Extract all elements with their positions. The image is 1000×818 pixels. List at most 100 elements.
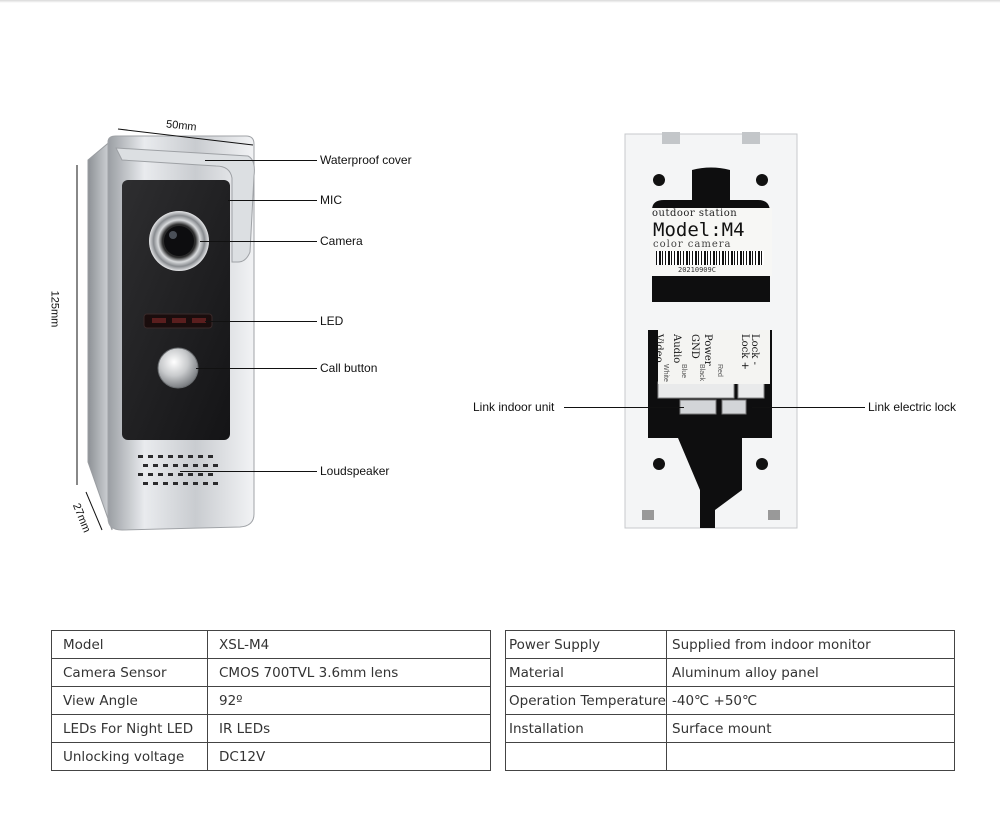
speaker-hole xyxy=(198,455,203,458)
speaker-hole xyxy=(208,473,213,476)
speaker-hole xyxy=(183,482,188,485)
label-camera: Camera xyxy=(320,234,363,248)
speaker-hole xyxy=(148,473,153,476)
wire-color-label: Red xyxy=(716,364,723,377)
speaker-hole xyxy=(203,482,208,485)
terminal-sticker xyxy=(658,330,770,384)
sticker-header: outdoor station xyxy=(652,208,738,219)
housing-side xyxy=(87,138,113,531)
speaker-hole xyxy=(198,473,203,476)
speaker-grille xyxy=(138,455,218,485)
speaker-hole xyxy=(163,464,168,467)
spec-value: Surface mount xyxy=(666,714,955,743)
leader-link-indoor-unit xyxy=(564,407,684,408)
spec-key: LEDs For Night LED xyxy=(51,714,208,743)
spec-value: CMOS 700TVL 3.6mm lens xyxy=(207,658,491,687)
barcode xyxy=(656,251,764,265)
label-link-indoor-unit: Link indoor unit xyxy=(473,400,555,414)
spec-key xyxy=(505,742,667,771)
dimension-lines xyxy=(76,128,254,531)
speaker-hole xyxy=(193,464,198,467)
label-link-electric-lock: Link electric lock xyxy=(868,400,957,414)
spec-key: Material xyxy=(505,658,667,687)
sticker-model: Model:M4 xyxy=(653,219,745,241)
leader-call-button xyxy=(196,368,317,369)
speaker-hole xyxy=(168,455,173,458)
spec-row: Operation Temperature-40℃ +50℃ xyxy=(505,686,955,715)
hood xyxy=(115,147,255,263)
spec-value: Aluminum alloy panel xyxy=(666,658,955,687)
wire-color-label: Blue xyxy=(680,364,687,379)
spec-row xyxy=(505,742,955,771)
speaker-hole xyxy=(163,482,168,485)
leader-link-electric-lock xyxy=(752,407,865,408)
speaker-hole xyxy=(158,473,163,476)
top-divider xyxy=(0,0,1000,3)
leader-loudspeaker xyxy=(180,471,317,472)
speaker-hole xyxy=(203,464,208,467)
speaker-hole xyxy=(193,482,198,485)
terminal-label: Power xyxy=(702,334,713,366)
speaker-hole xyxy=(188,455,193,458)
leader-waterproof xyxy=(205,160,317,161)
label-mic: MIC xyxy=(320,193,342,207)
spec-value: 92º xyxy=(207,686,491,715)
leader-led xyxy=(205,321,317,322)
doorbell-front-illustration xyxy=(87,135,255,531)
terminal-label: Lock + xyxy=(739,334,750,370)
spec-key: View Angle xyxy=(51,686,208,715)
speaker-hole xyxy=(168,473,173,476)
speaker-hole xyxy=(213,464,218,467)
speaker-hole xyxy=(153,482,158,485)
wire-color-label: White xyxy=(662,364,669,382)
terminal-label: Lock - xyxy=(749,334,760,365)
spec-key: Power Supply xyxy=(505,630,667,659)
leader-camera xyxy=(200,241,317,242)
spec-key: Unlocking voltage xyxy=(51,742,208,771)
speaker-hole xyxy=(138,455,143,458)
terminal-label: GND xyxy=(689,334,700,359)
terminal-label: Video xyxy=(653,334,664,363)
spec-key: Operation Temperature xyxy=(505,686,667,715)
spec-value xyxy=(666,742,955,771)
label-loudspeaker: Loudspeaker xyxy=(320,464,390,478)
speaker-hole xyxy=(158,455,163,458)
spec-value: Supplied from indoor monitor xyxy=(666,630,955,659)
speaker-hole xyxy=(143,464,148,467)
speaker-hole xyxy=(183,464,188,467)
spec-key: Model xyxy=(51,630,208,659)
spec-value: DC12V xyxy=(207,742,491,771)
sticker-subtitle: color camera xyxy=(653,239,732,250)
spec-value: XSL-M4 xyxy=(207,630,491,659)
speaker-hole xyxy=(178,473,183,476)
speaker-hole xyxy=(153,464,158,467)
spec-value: IR LEDs xyxy=(207,714,491,743)
dim-height: 125mm xyxy=(48,290,61,328)
model-sticker: outdoor station Model:M4 color camera 20… xyxy=(650,208,772,276)
speaker-hole xyxy=(173,464,178,467)
wire-color-label: Black xyxy=(698,364,705,382)
label-waterproof-cover: Waterproof cover xyxy=(320,153,412,167)
speaker-hole xyxy=(208,455,213,458)
sticker-serial: 20210909C xyxy=(678,266,716,274)
label-led: LED xyxy=(320,314,344,328)
spec-key: Camera Sensor xyxy=(51,658,208,687)
speaker-hole xyxy=(188,473,193,476)
speaker-hole xyxy=(148,455,153,458)
speaker-hole xyxy=(178,455,183,458)
label-call-button: Call button xyxy=(320,361,378,375)
speaker-hole xyxy=(143,482,148,485)
speaker-hole xyxy=(173,482,178,485)
speaker-hole xyxy=(138,473,143,476)
terminal-label: Audio xyxy=(671,334,682,364)
